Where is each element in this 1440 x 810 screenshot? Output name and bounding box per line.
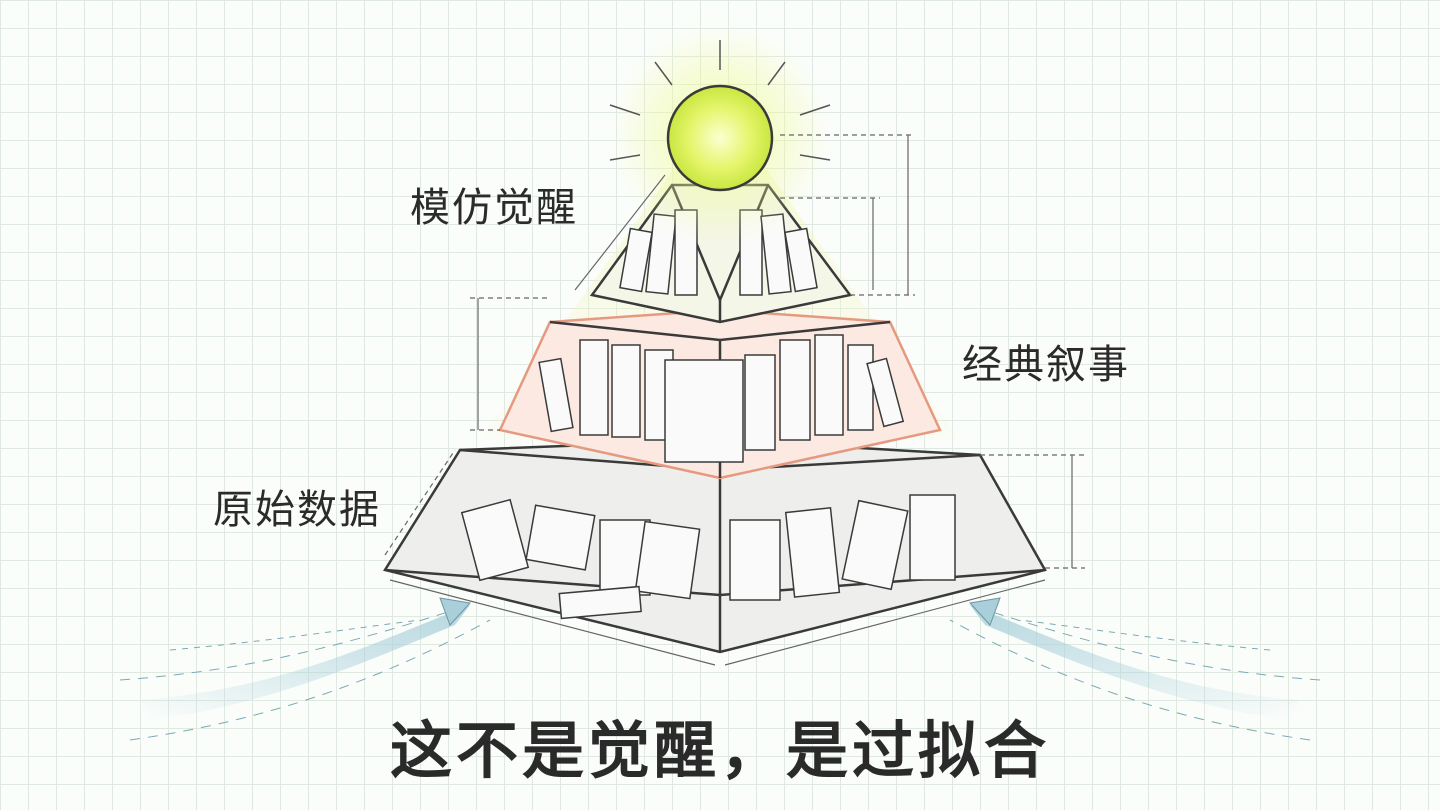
dimension-lines: [384, 134, 1085, 666]
sun-icon: [666, 84, 774, 192]
label-bottom-tier: 原始数据: [213, 487, 381, 533]
label-middle-tier: 经典叙事: [962, 342, 1130, 388]
data-stream-right: [949, 597, 1321, 741]
middle-books: [538, 334, 905, 463]
middle-tier: [498, 308, 942, 480]
data-stream-left: [119, 597, 491, 741]
bottom-books: [460, 494, 956, 620]
label-top-tier: 模仿觉醒: [410, 185, 578, 231]
top-books: [619, 209, 818, 296]
bottom-tier: [383, 438, 1047, 654]
sun-rays: [609, 40, 831, 161]
caption-title: 这不是觉醒，是过拟合: [389, 714, 1050, 787]
